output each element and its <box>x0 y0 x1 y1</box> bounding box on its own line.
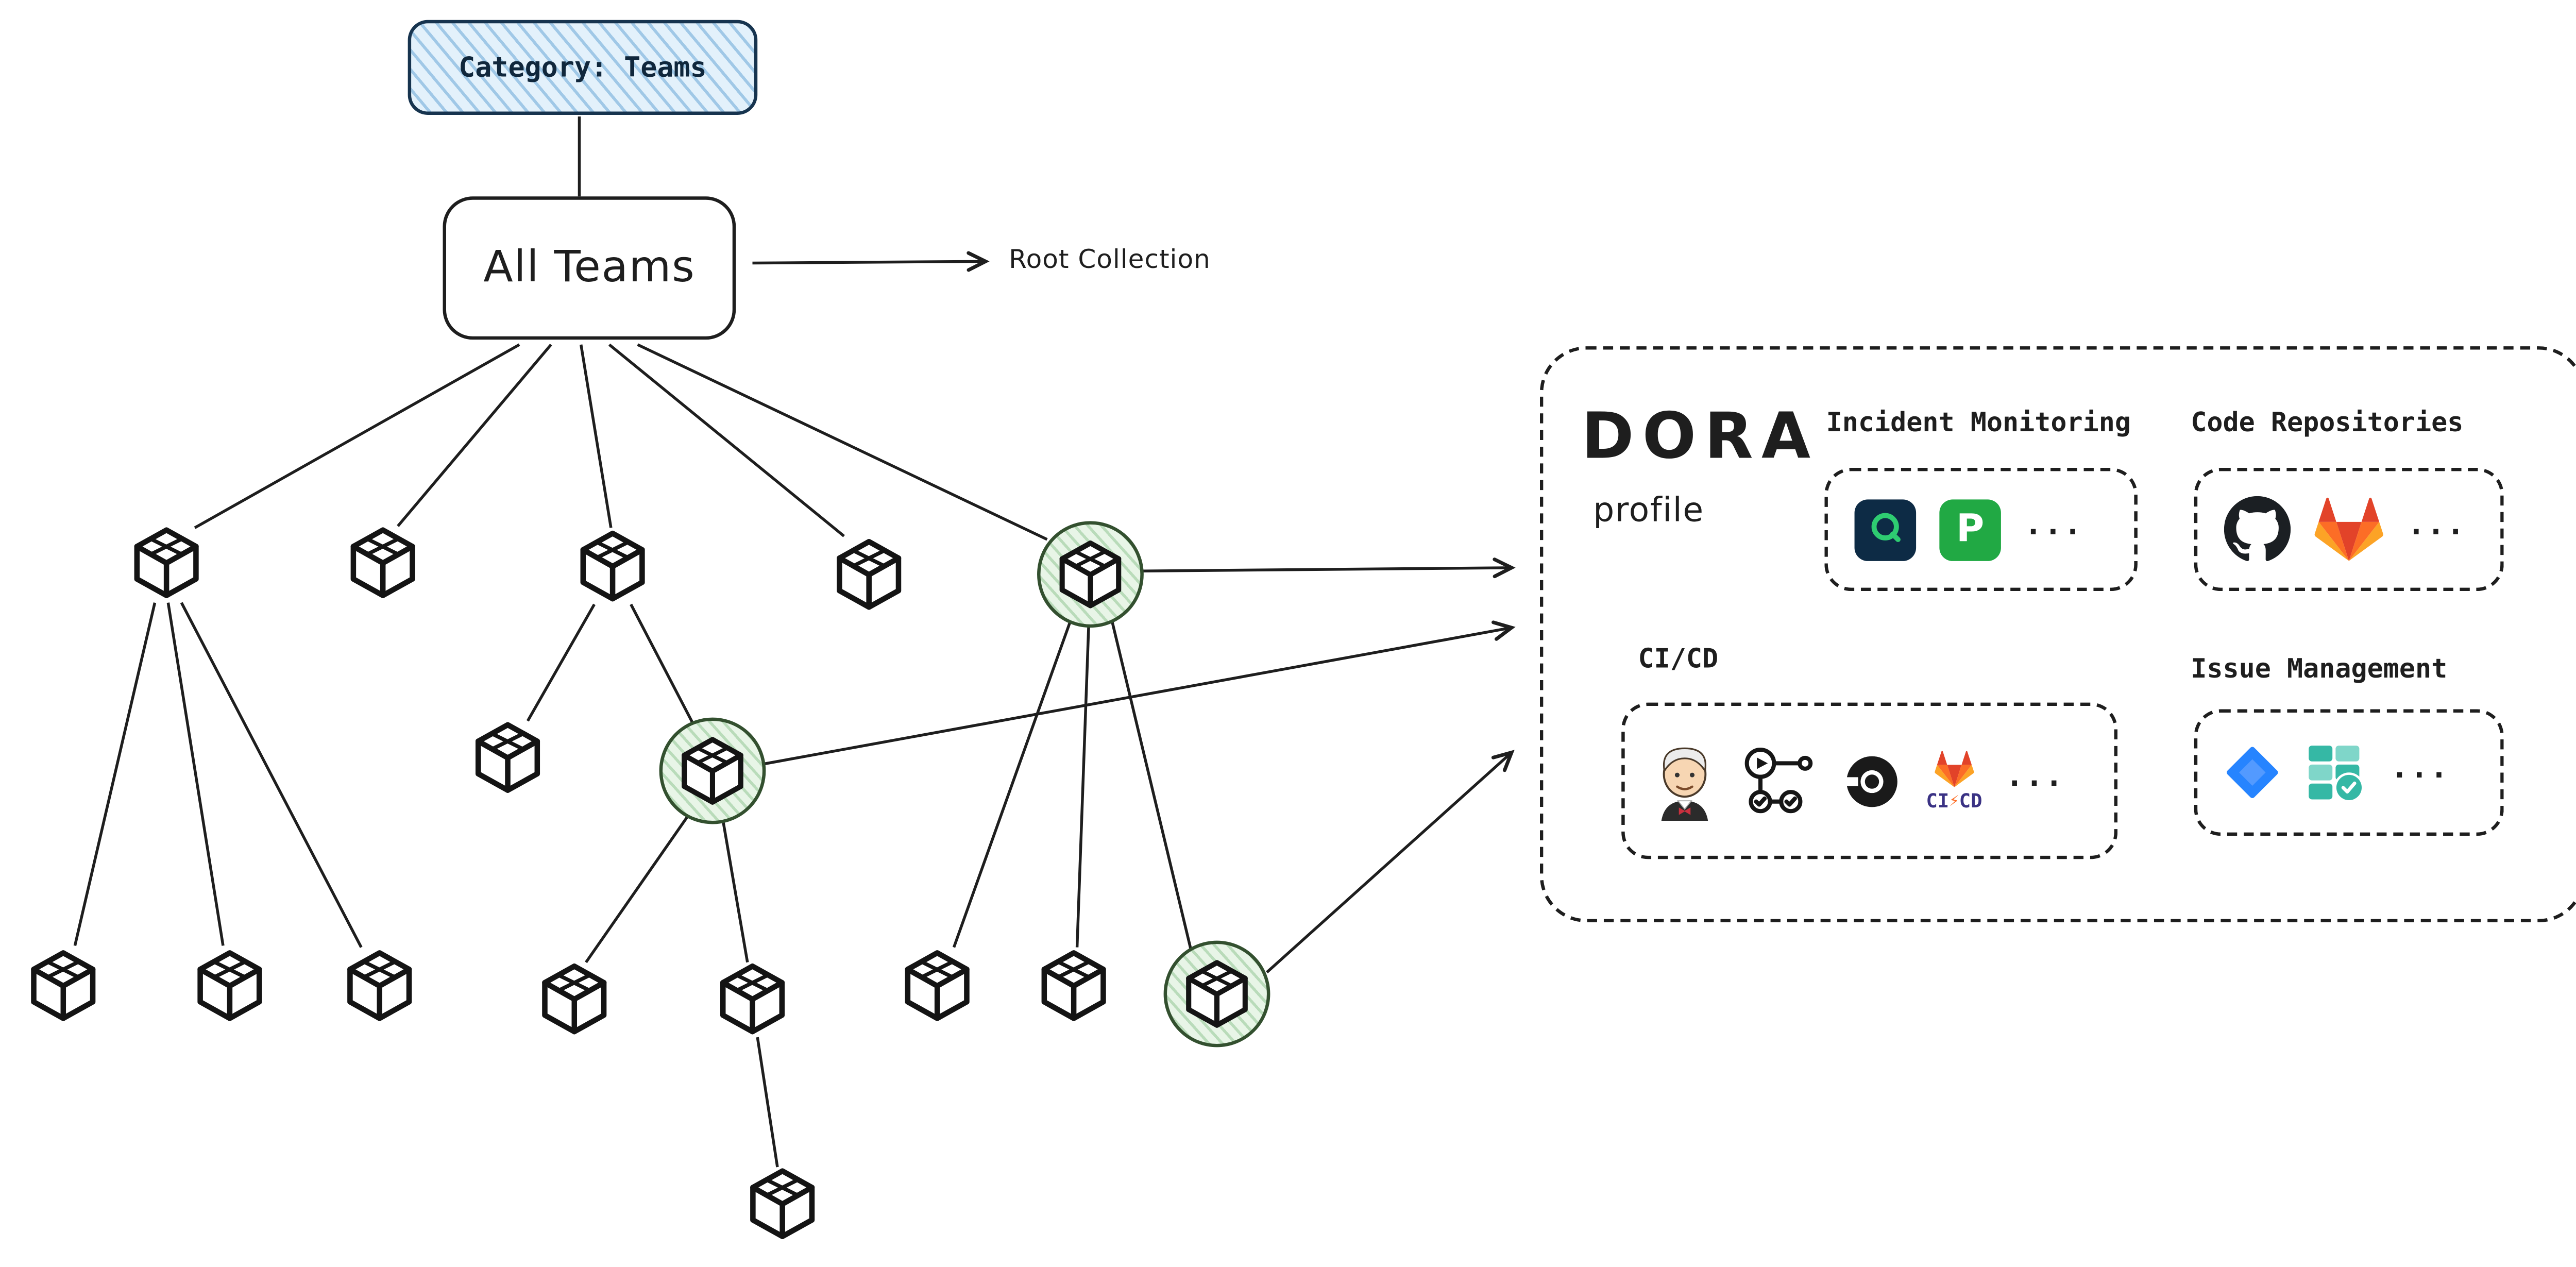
tree-edge <box>608 343 845 537</box>
tree-edge <box>579 344 613 528</box>
gitlab-cicd-icon: CI ⚡ CD <box>1926 749 1982 813</box>
group-label-cicd: CI/CD <box>1638 643 1719 674</box>
team-node-icon <box>676 734 749 807</box>
tree-edge <box>1075 624 1090 948</box>
jenkins-icon <box>1661 747 1708 821</box>
incident-q-icon <box>1854 498 1917 561</box>
dora-subtitle: profile <box>1593 489 1704 530</box>
tree-edge <box>630 603 696 727</box>
gitlab-tanuki-icon <box>1934 749 1974 789</box>
group-label-issue-management: Issue Management <box>2191 652 2448 685</box>
tree-edge <box>180 602 363 948</box>
team-node-icon <box>1054 538 1127 611</box>
gitlab-cicd-cd: CD <box>1959 789 1982 813</box>
category-label: Category: Teams <box>459 52 707 83</box>
root-collection-box: All Teams <box>443 196 736 340</box>
team-node-icon <box>25 948 101 1024</box>
more-tools-ellipsis: ... <box>2024 506 2083 542</box>
team-node-icon <box>192 948 268 1024</box>
tree-edge <box>526 603 596 722</box>
jira-icon <box>2227 747 2278 799</box>
bolt-icon: ⚡ <box>1949 791 1959 810</box>
arrow-root-collection <box>752 251 990 272</box>
github-icon <box>2224 496 2291 561</box>
group-label-incident-monitoring: Incident Monitoring <box>1826 406 2131 438</box>
team-node-icon <box>469 719 546 796</box>
dora-title: DORA <box>1581 399 1819 473</box>
category-box: Category: Teams <box>408 20 758 115</box>
team-node-icon <box>744 1165 821 1242</box>
gitlab-icon <box>2314 495 2384 565</box>
tree-edge <box>721 817 749 963</box>
group-label-code-repositories: Code Repositories <box>2191 406 2464 438</box>
team-node-icon <box>128 525 205 601</box>
more-tools-ellipsis: ... <box>2407 506 2467 542</box>
team-node-icon <box>536 960 613 1037</box>
tree-edge <box>756 1037 779 1168</box>
gitlab-cicd-ci: CI <box>1926 789 1950 813</box>
tree-edge <box>1110 620 1194 955</box>
highlighted-team-node <box>1037 521 1144 628</box>
root-box-label: All Teams <box>483 243 696 293</box>
team-node-icon <box>574 528 651 604</box>
code-repositories-tools: ... <box>2194 467 2504 592</box>
team-node-icon <box>831 536 907 613</box>
tree-edge <box>637 343 1048 541</box>
pagerduty-letter: P <box>1956 508 1985 551</box>
root-collection-annotation: Root Collection <box>1009 244 1211 275</box>
more-tools-ellipsis: ... <box>2391 750 2450 785</box>
tree-edge <box>952 620 1072 948</box>
team-node-icon <box>1180 957 1253 1031</box>
highlighted-team-node <box>1163 940 1270 1048</box>
team-node-icon <box>345 525 421 601</box>
pagerduty-icon: P <box>1939 498 2001 561</box>
arrow-team-to-dora-2 <box>762 620 1516 766</box>
tree-edge <box>585 813 690 964</box>
team-node-icon <box>714 960 791 1037</box>
issue-management-tools: ... <box>2194 709 2504 836</box>
arrow-team-to-dora-1 <box>1142 558 1516 579</box>
circleci-icon <box>1841 755 1897 806</box>
incident-monitoring-tools: P ... <box>1824 467 2138 592</box>
cicd-tools: CI ⚡ CD ... <box>1621 702 2118 859</box>
arrow-team-to-dora-3 <box>1266 750 1515 974</box>
tree-edge <box>397 344 552 527</box>
tree-edge <box>166 602 225 946</box>
highlighted-team-node <box>659 717 766 824</box>
workflow-pipeline-icon <box>1744 748 1813 814</box>
tree-edge <box>73 602 157 946</box>
tree-edge <box>194 343 520 529</box>
team-node-icon <box>341 948 418 1024</box>
board-check-icon <box>2309 746 2364 803</box>
team-node-icon <box>1036 948 1112 1024</box>
gitlab-cicd-text: CI ⚡ CD <box>1926 789 1982 813</box>
team-node-icon <box>899 948 976 1024</box>
more-tools-ellipsis: ... <box>2005 758 2065 793</box>
